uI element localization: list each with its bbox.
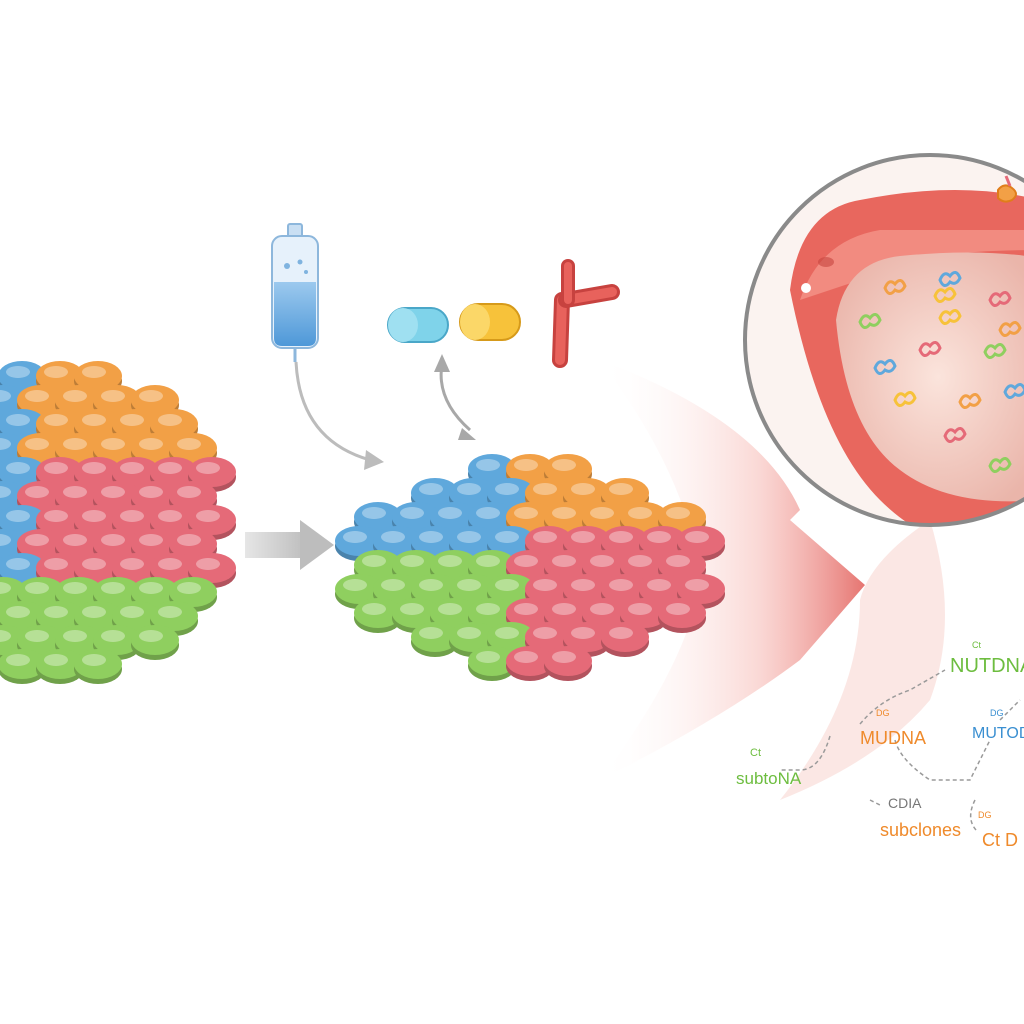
tumor-cell — [563, 622, 611, 657]
label-muto: MUTOD — [972, 725, 1024, 742]
tumor-cell — [0, 649, 46, 684]
label-mudna-small: DG — [876, 708, 890, 718]
tumor-cell — [55, 481, 103, 516]
subclone-labels: Ct NUTDNA DG MUDNA DG MUTOD Ct subtoNA C… — [736, 640, 1024, 850]
label-subclones: subclones — [880, 820, 961, 840]
dna-fragment — [918, 341, 942, 357]
dna-fragment — [938, 309, 962, 325]
label-cdia: CDIA — [888, 795, 922, 811]
blood-vessel-magnified-view — [743, 153, 1024, 527]
label-muto-small: DG — [990, 708, 1004, 718]
label-nutdna: NUTDNA — [950, 655, 1024, 677]
tumor-cell-cluster-heterogeneous — [0, 361, 236, 684]
tumor-cell — [354, 598, 402, 633]
dna-fragment — [983, 343, 1007, 359]
tumor-cell — [36, 649, 84, 684]
dna-fragment — [958, 393, 982, 409]
tumor-cell — [601, 622, 649, 657]
tumor-cell — [677, 526, 725, 561]
tumor-cell — [335, 574, 383, 609]
label-ctd: Ct D — [982, 830, 1018, 850]
label-ctd-small: DG — [978, 810, 992, 820]
dna-fragment — [858, 313, 882, 329]
dna-fragment — [943, 427, 967, 443]
iv-bag-icon — [271, 223, 384, 470]
dna-fragment — [988, 457, 1012, 473]
tumor-cell — [112, 505, 160, 540]
tumor-cell-cluster-treated — [335, 454, 725, 681]
dna-fragment — [1003, 383, 1024, 399]
tumor-cell — [169, 577, 217, 612]
tumor-cell — [131, 625, 179, 660]
dna-fragment-icon — [997, 175, 1017, 203]
dna-fragment — [988, 291, 1012, 307]
dna-fragment — [893, 391, 917, 407]
magnifier-ring — [743, 153, 1024, 527]
dna-fragment — [998, 321, 1022, 337]
tumor-cell — [658, 598, 706, 633]
transition-arrow — [245, 520, 334, 570]
lineage-connectors — [780, 669, 1021, 833]
capsule-icon-blue — [387, 307, 449, 343]
dna-fragment — [873, 359, 897, 375]
capsule-icon-yellow — [459, 303, 521, 341]
tumor-cell — [544, 646, 592, 681]
double-arrow-icon — [434, 354, 476, 440]
tumor-cell — [468, 646, 516, 681]
tumor-cell — [335, 526, 383, 561]
antibody-icon — [552, 259, 620, 368]
label-subtona-small: Ct — [750, 747, 761, 759]
tumor-cell — [74, 649, 122, 684]
dna-fragment — [883, 279, 907, 295]
label-nutdna-small: Ct — [972, 640, 981, 650]
progression-arrow — [600, 360, 945, 800]
dna-fragment — [938, 271, 962, 287]
label-mudna: MUDNA — [860, 728, 926, 748]
tumor-cell — [506, 646, 554, 681]
tumor-cell — [677, 574, 725, 609]
dna-fragment — [933, 287, 957, 303]
label-subtona: subtoNA — [736, 769, 802, 788]
tumor-cell — [411, 622, 459, 657]
circulating-dna-fragments — [858, 271, 1024, 473]
